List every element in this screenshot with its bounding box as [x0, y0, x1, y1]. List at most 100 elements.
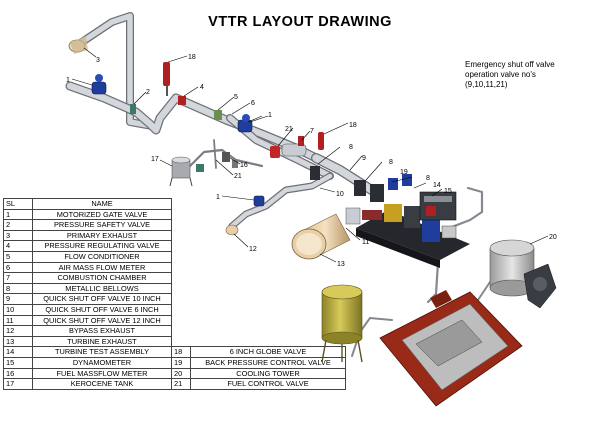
legend-sl: 11 [3, 314, 33, 327]
shutoff-valves [310, 166, 412, 202]
fuel-massflow-meter [222, 152, 230, 162]
callouts: 1 2 3 4 5 6 1 7 8 9 8 8 19 14 15 10 11 1… [66, 54, 557, 268]
legend-sl: 13 [3, 335, 33, 348]
callout-1c: 1 [216, 194, 220, 201]
callout-12: 12 [249, 246, 257, 253]
pressure-safety-valve [130, 104, 136, 114]
callout-7: 7 [310, 128, 314, 135]
callout-20: 20 [549, 234, 557, 241]
legend-sl: 9 [3, 293, 33, 305]
callout-8a: 8 [349, 144, 353, 151]
legend-name: QUICK SHUT OFF VALVE 6 INCH [32, 303, 172, 316]
primary-exhaust [68, 36, 88, 54]
turbine-exhaust [291, 213, 351, 260]
legend-name: BYPASS EXHAUST [32, 325, 172, 337]
legend-name: FLOW CONDITIONER [32, 250, 172, 263]
pipe-network [65, 12, 499, 357]
legend-name-2: BACK PRESSURE CONTROL VALVE [190, 356, 346, 369]
water-basin [379, 290, 523, 407]
legend-sl: 17 [3, 378, 33, 390]
legend-name: KEROCENE TANK [32, 378, 172, 390]
legend-sl-2: 18 [171, 346, 191, 358]
legend-sl-2: 20 [171, 367, 191, 380]
leader-lines [71, 47, 549, 263]
legend-name-2: 6 INCH GLOBE VALVE [190, 346, 346, 358]
legend-header-sl: SL [3, 198, 33, 210]
legend-name: COMBUSTION CHAMBER [32, 272, 172, 284]
callout-11: 11 [362, 239, 369, 246]
callout-21a: 21 [285, 126, 293, 133]
callout-13: 13 [337, 261, 345, 268]
callout-5: 5 [234, 94, 238, 101]
legend-name: PRESSURE REGULATING VALVE [32, 240, 172, 252]
dynamometer [419, 191, 457, 221]
legend-sl: 14 [3, 346, 33, 358]
legend-name: TURBINE TEST ASSEMBLY [32, 346, 172, 358]
callout-3: 3 [96, 57, 100, 64]
legend-sl: 12 [3, 325, 33, 337]
motorized-gate-valve [91, 74, 265, 207]
legend-header-name: NAME [32, 198, 172, 210]
fuel-control-valve [232, 160, 238, 168]
legend-sl: 6 [3, 261, 33, 274]
turbine-test-assembly [345, 204, 470, 268]
callout-9: 9 [362, 155, 366, 162]
note-line-1: Emergency shut off valve [465, 60, 555, 69]
legend-name: MOTORIZED GATE VALVE [32, 208, 172, 221]
cooling-tower [489, 239, 557, 309]
callout-4: 4 [200, 84, 204, 91]
legend-sl: 5 [3, 250, 33, 263]
callout-21b: 21 [234, 173, 242, 180]
storage-tank [321, 284, 363, 363]
legend-header-row: SL NAME [3, 198, 346, 210]
callout-2: 2 [146, 89, 150, 96]
emergency-note: Emergency shut off valve operation valve… [465, 60, 595, 90]
page-title: VTTR LAYOUT DRAWING [208, 14, 392, 30]
legend-sl: 8 [3, 282, 33, 295]
legend-sl: 15 [3, 356, 33, 369]
note-line-3: (9,10,11,21) [465, 80, 508, 89]
legend-name: FUEL MASSFLOW METER [32, 367, 172, 380]
callout-18b: 18 [349, 122, 357, 129]
legend-name: PRESSURE SAFETY VALVE [32, 219, 172, 231]
callout-1b: 1 [268, 112, 272, 119]
callout-14: 14 [433, 182, 441, 189]
kerosene-tank [169, 156, 204, 187]
legend-name-2: FUEL CONTROL VALVE [190, 378, 346, 390]
callout-1a: 1 [66, 77, 70, 84]
legend-sl: 10 [3, 303, 33, 316]
legend-name: QUICK SHUT OFF VALVE 10 INCH [32, 293, 172, 305]
callout-15: 15 [444, 188, 452, 195]
legend-name: PRIMARY EXHAUST [32, 229, 172, 242]
legend-name: METALLIC BELLOWS [32, 282, 172, 295]
legend-name: QUICK SHUT OFF VALVE 12 INCH [32, 314, 172, 327]
legend-sl: 4 [3, 240, 33, 252]
callout-8c: 8 [426, 175, 430, 182]
legend-sl: 2 [3, 219, 33, 231]
legend-name: TURBINE EXHAUST [32, 335, 172, 348]
legend-sl-2: 19 [171, 356, 191, 369]
callout-17: 17 [151, 156, 159, 163]
legend-sl: 16 [3, 367, 33, 380]
air-mass-flow-meter [214, 110, 222, 120]
callout-10: 10 [336, 191, 344, 198]
note-line-2: operation valve no's [465, 70, 536, 79]
red-valves [163, 62, 324, 158]
callout-16: 16 [240, 162, 248, 169]
legend-sl: 3 [3, 229, 33, 242]
